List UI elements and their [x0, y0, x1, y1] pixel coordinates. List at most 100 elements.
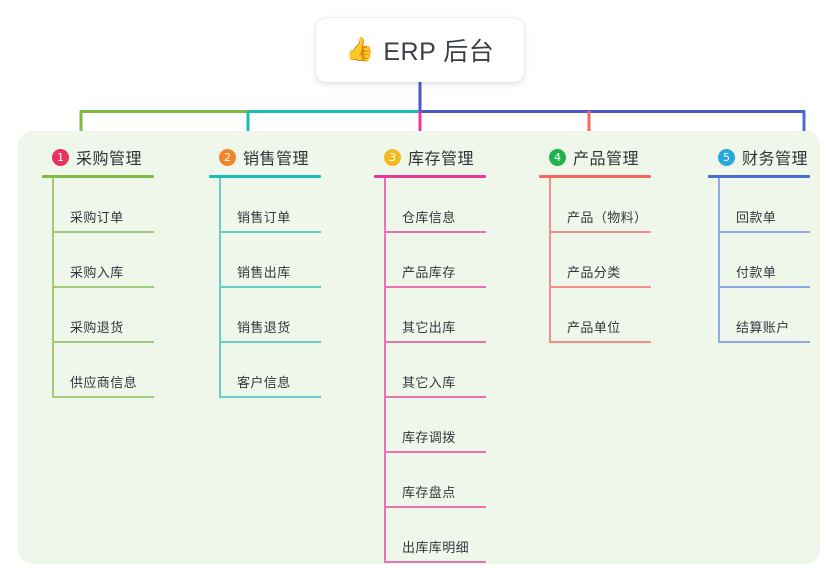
- branch-item[interactable]: 库存盘点: [366, 453, 516, 508]
- branch-column-1: 1 采购管理采购订单采购入库采购退货供应商信息: [34, 144, 184, 398]
- branch-number-badge: 3: [384, 148, 401, 166]
- branch-item-rule: [718, 341, 810, 343]
- branch-item[interactable]: 其它入库: [366, 343, 516, 398]
- branch-item-rule: [219, 396, 321, 398]
- branch-number-badge: 5: [718, 148, 735, 166]
- branch-header-rule: [708, 175, 810, 178]
- branch-item[interactable]: 采购订单: [34, 178, 184, 233]
- branch-header-5[interactable]: 5 财务管理: [700, 144, 839, 170]
- branch-item-rule: [384, 231, 486, 233]
- branch-item-rule: [384, 561, 486, 563]
- root-title: ERP 后台: [383, 38, 495, 66]
- branch-item-rule: [219, 231, 321, 233]
- branch-items: 回款单付款单结算账户: [700, 178, 839, 343]
- branch-item-label: 其它入库: [402, 375, 456, 390]
- root-node[interactable]: 👍 ERP 后台: [316, 18, 524, 82]
- branch-item-rule: [384, 286, 486, 288]
- branch-header-3[interactable]: 3 库存管理: [366, 144, 516, 170]
- branch-item-label: 产品单位: [567, 320, 621, 335]
- branch-item[interactable]: 其它出库: [366, 288, 516, 343]
- branch-item-label: 产品库存: [402, 265, 456, 280]
- branch-item-rule: [52, 286, 154, 288]
- branch-spine: [219, 178, 221, 398]
- branch-column-5: 5 财务管理回款单付款单结算账户: [700, 144, 839, 343]
- branch-item[interactable]: 产品单位: [531, 288, 681, 343]
- branch-item[interactable]: 结算账户: [700, 288, 839, 343]
- branch-item-label: 销售出库: [237, 265, 291, 280]
- branch-spine: [52, 178, 54, 398]
- branch-item[interactable]: 出库库明细: [366, 508, 516, 563]
- branch-item-label: 销售退货: [237, 320, 291, 335]
- branch-items: 产品（物料） 产品分类产品单位: [531, 178, 681, 343]
- branch-item-rule: [219, 341, 321, 343]
- branch-header-rule: [42, 175, 154, 178]
- branch-item[interactable]: 客户信息: [201, 343, 351, 398]
- branch-item-rule: [718, 286, 810, 288]
- branch-item[interactable]: 供应商信息: [34, 343, 184, 398]
- branch-title: 产品管理: [573, 151, 640, 168]
- branch-item[interactable]: 采购入库: [34, 233, 184, 288]
- branch-number-badge: 1: [52, 148, 69, 166]
- branch-spine: [384, 178, 386, 563]
- branch-title: 采购管理: [76, 151, 143, 168]
- branch-item-label: 采购退货: [70, 320, 124, 335]
- branch-item[interactable]: 采购退货: [34, 288, 184, 343]
- branch-number-badge: 4: [549, 148, 566, 166]
- branch-items: 采购订单采购入库采购退货供应商信息: [34, 178, 184, 398]
- branch-item[interactable]: 付款单: [700, 233, 839, 288]
- branch-items: 销售订单销售出库销售退货客户信息: [201, 178, 351, 398]
- branch-item-rule: [384, 451, 486, 453]
- branch-item-label: 库存盘点: [402, 485, 456, 500]
- branch-header-2[interactable]: 2 销售管理: [201, 144, 351, 170]
- branch-item-label: 产品（物料）: [567, 210, 648, 225]
- branch-item-rule: [52, 396, 154, 398]
- branch-header-4[interactable]: 4 产品管理: [531, 144, 681, 170]
- branch-items: 仓库信息产品库存其它出库其它入库库存调拨库存盘点出库库明细: [366, 178, 516, 563]
- branch-item-rule: [549, 341, 651, 343]
- branch-spine: [718, 178, 720, 343]
- branch-item-label: 库存调拨: [402, 430, 456, 445]
- branch-panel: [18, 131, 820, 564]
- branch-item[interactable]: 销售退货: [201, 288, 351, 343]
- branch-item-label: 销售订单: [237, 210, 291, 225]
- branch-item-label: 采购订单: [70, 210, 124, 225]
- branch-item-label: 客户信息: [237, 375, 291, 390]
- branch-item-rule: [52, 341, 154, 343]
- branch-item-label: 产品分类: [567, 265, 621, 280]
- branch-item[interactable]: 仓库信息: [366, 178, 516, 233]
- thumbs-up-icon: 👍: [345, 36, 375, 63]
- branch-item-label: 付款单: [736, 265, 777, 280]
- branch-item[interactable]: 销售订单: [201, 178, 351, 233]
- branch-item[interactable]: 产品分类: [531, 233, 681, 288]
- branch-spine: [549, 178, 551, 343]
- branch-item-label: 其它出库: [402, 320, 456, 335]
- branch-header-rule: [374, 175, 486, 178]
- branch-item[interactable]: 回款单: [700, 178, 839, 233]
- branch-item-rule: [384, 341, 486, 343]
- branch-item-rule: [219, 286, 321, 288]
- branch-title: 财务管理: [742, 151, 809, 168]
- branch-header-rule: [539, 175, 651, 178]
- branch-item-label: 采购入库: [70, 265, 124, 280]
- branch-title: 库存管理: [408, 151, 475, 168]
- branch-column-2: 2 销售管理销售订单销售出库销售退货客户信息: [201, 144, 351, 398]
- branch-item-label: 供应商信息: [70, 375, 138, 390]
- branch-column-4: 4 产品管理产品（物料） 产品分类产品单位: [531, 144, 681, 343]
- branch-item-label: 仓库信息: [402, 210, 456, 225]
- branch-item[interactable]: 库存调拨: [366, 398, 516, 453]
- branch-item-rule: [52, 231, 154, 233]
- branch-header-1[interactable]: 1 采购管理: [34, 144, 184, 170]
- branch-item-rule: [718, 231, 810, 233]
- branch-item-label: 结算账户: [736, 320, 790, 335]
- branch-title: 销售管理: [243, 151, 310, 168]
- branch-column-3: 3 库存管理仓库信息产品库存其它出库其它入库库存调拨库存盘点出库库明细: [366, 144, 516, 563]
- branch-item-rule: [384, 396, 486, 398]
- branch-item-label: 出库库明细: [402, 540, 470, 555]
- branch-number-badge: 2: [219, 148, 236, 166]
- branch-item-label: 回款单: [736, 210, 777, 225]
- branch-item-rule: [549, 286, 651, 288]
- branch-item[interactable]: 销售出库: [201, 233, 351, 288]
- branch-item-rule: [549, 231, 651, 233]
- branch-item[interactable]: 产品库存: [366, 233, 516, 288]
- branch-item[interactable]: 产品（物料）: [531, 178, 681, 233]
